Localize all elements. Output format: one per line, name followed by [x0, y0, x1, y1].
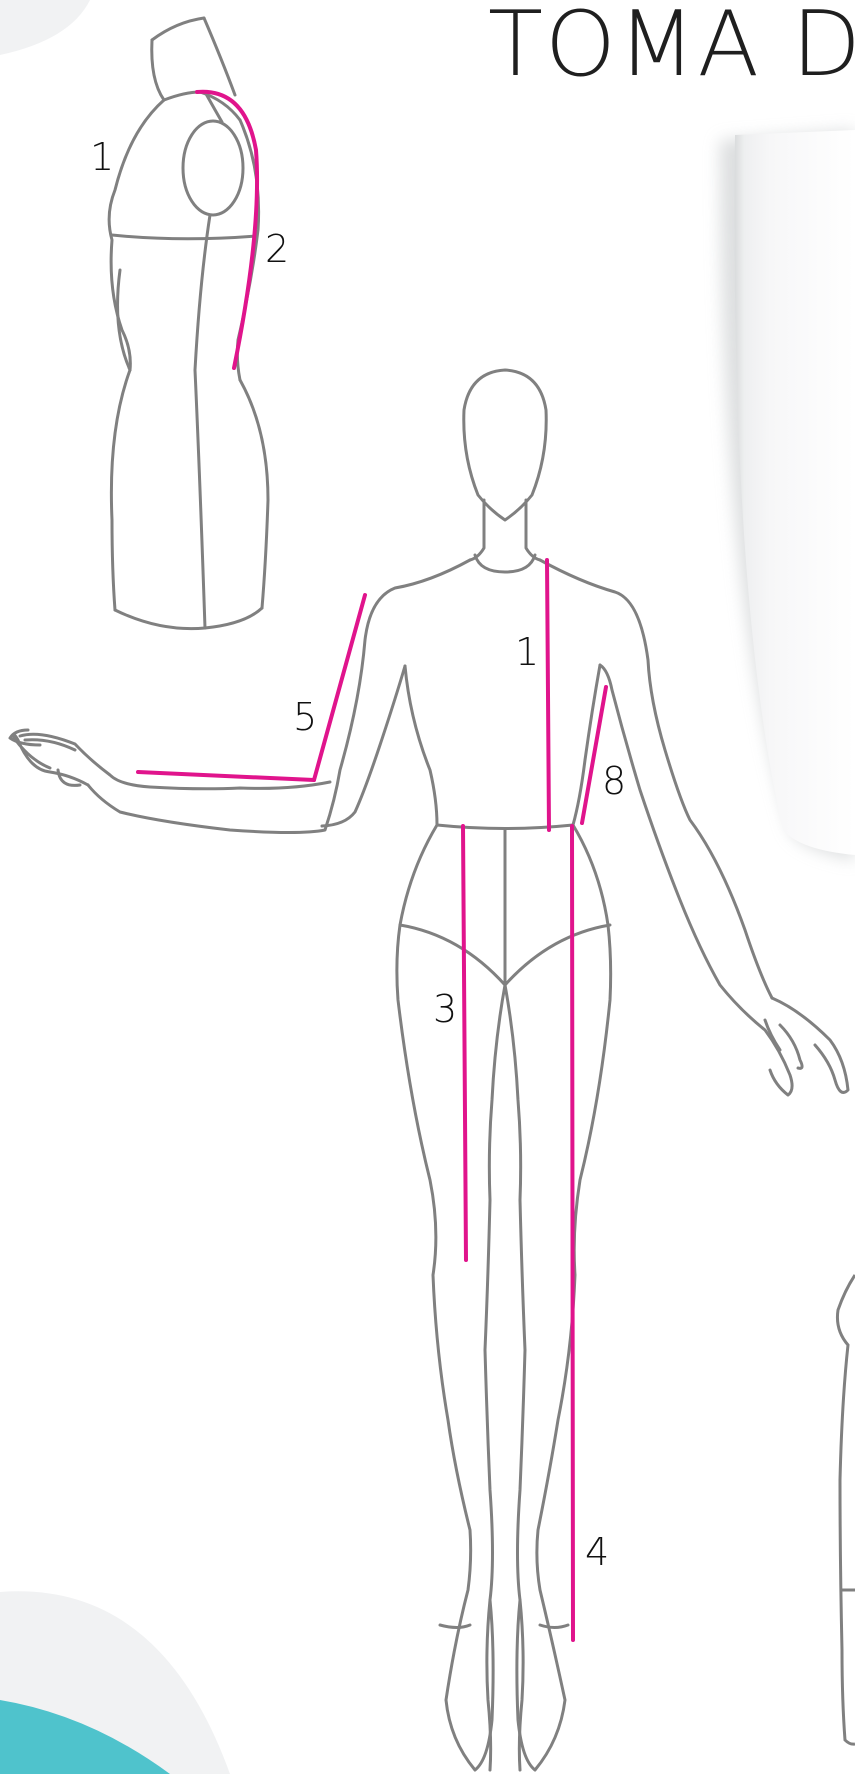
figure-label-1: 1: [515, 630, 539, 674]
figure-label-8: 8: [602, 759, 626, 803]
fashion-figure: [10, 370, 848, 1770]
figure-label-3: 3: [433, 987, 457, 1031]
partial-figure-right: [837, 1275, 855, 1744]
torso-label-1: 1: [90, 135, 114, 179]
figure-label-5: 5: [293, 695, 317, 739]
figure-label-4: 4: [585, 1530, 609, 1574]
bg-blob-top-left: [0, 0, 90, 55]
paper-sheet: [735, 130, 855, 855]
figure-measurements: [138, 560, 606, 1640]
dress-form-measurements: [197, 92, 257, 368]
torso-label-2: 2: [265, 227, 289, 271]
